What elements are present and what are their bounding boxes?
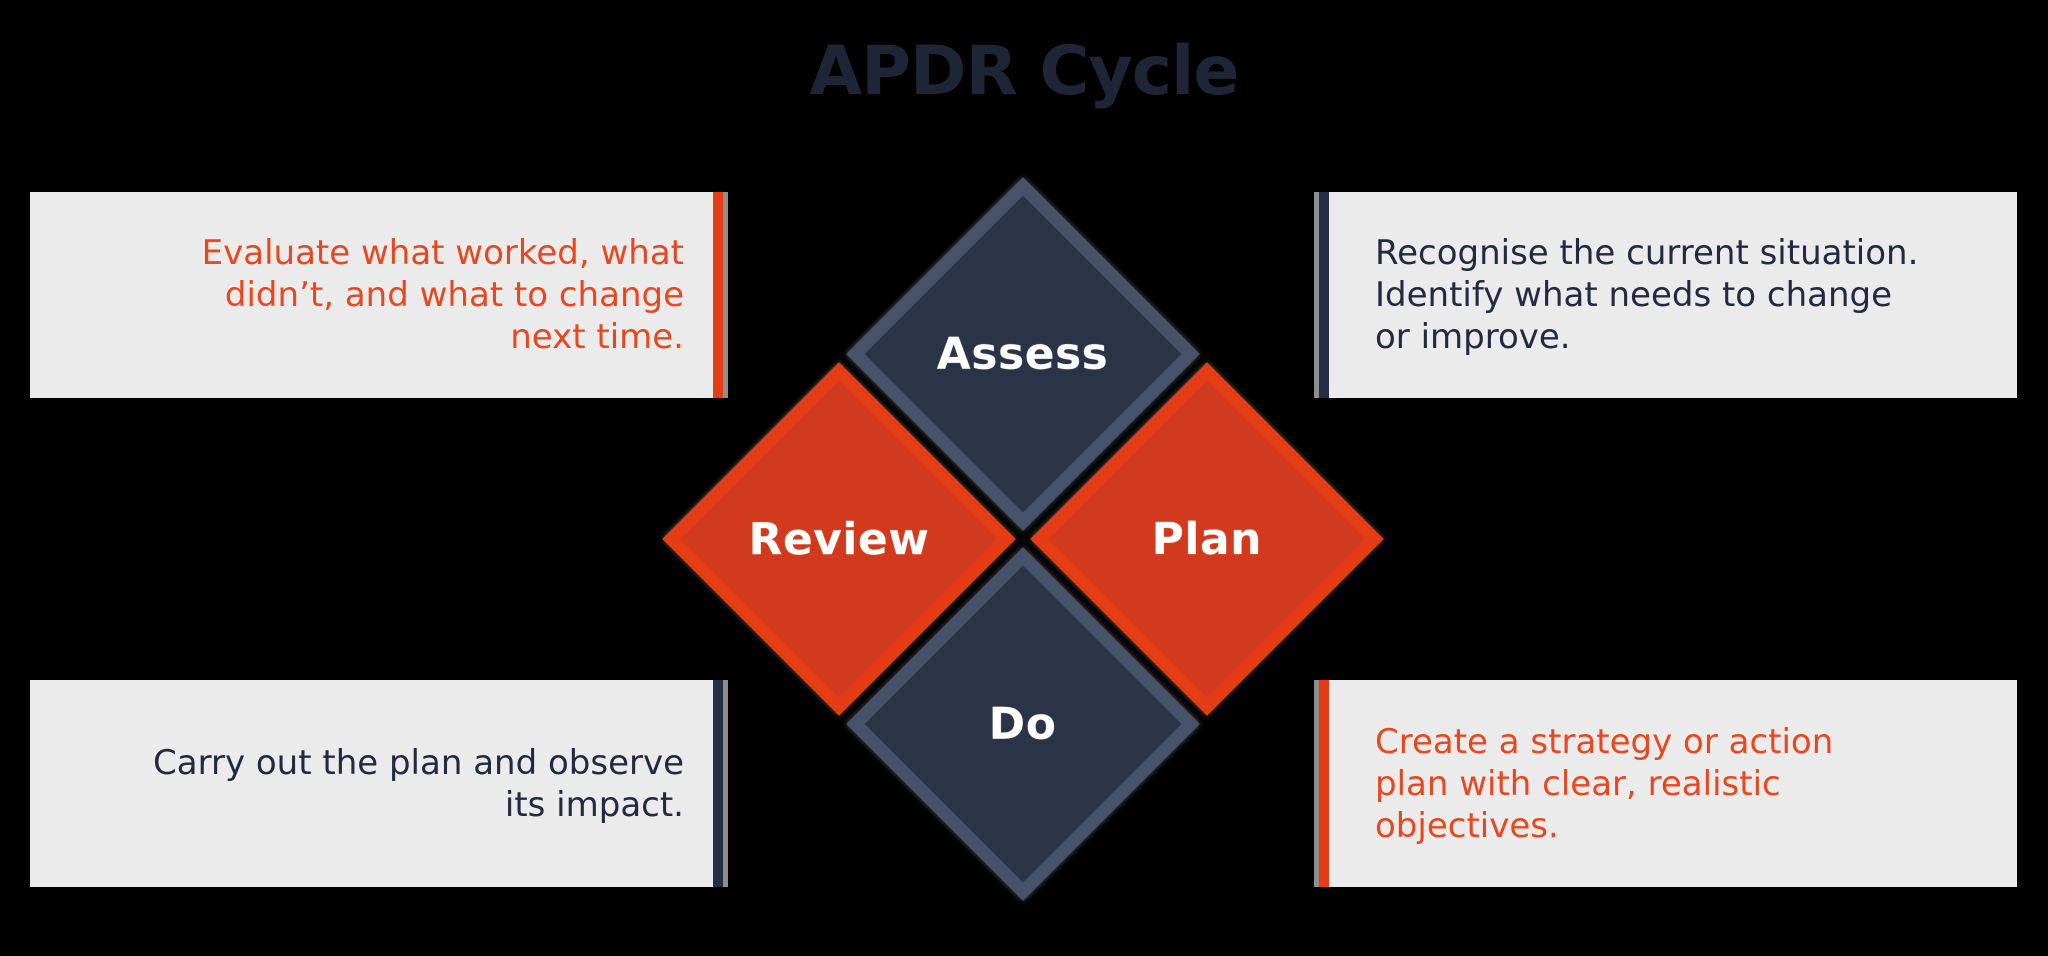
note-do: Carry out the plan and observe its impac… bbox=[30, 680, 723, 887]
diamond-do-label: Do bbox=[989, 698, 1057, 750]
note-review-text: Evaluate what worked, what didn’t, and w… bbox=[201, 233, 684, 357]
note-review-accent-bar bbox=[713, 192, 723, 398]
note-review: Evaluate what worked, what didn’t, and w… bbox=[30, 192, 723, 398]
note-assess: Recognise the current situation. Identif… bbox=[1319, 192, 2017, 398]
note-do-accent-bar bbox=[713, 680, 723, 887]
diamond-review-label: Review bbox=[748, 513, 930, 565]
note-assess-accent-bar bbox=[1319, 192, 1329, 398]
note-plan-text: Create a strategy or action plan with cl… bbox=[1375, 721, 1834, 846]
page-title: APDR Cycle bbox=[809, 32, 1240, 111]
note-assess-text: Recognise the current situation. Identif… bbox=[1375, 233, 1919, 357]
note-plan: Create a strategy or action plan with cl… bbox=[1319, 680, 2017, 887]
note-plan-accent-bar bbox=[1319, 680, 1329, 887]
note-do-text: Carry out the plan and observe its impac… bbox=[153, 742, 684, 825]
diamond-assess-label: Assess bbox=[937, 328, 1109, 380]
diamond-plan-label: Plan bbox=[1151, 513, 1263, 565]
